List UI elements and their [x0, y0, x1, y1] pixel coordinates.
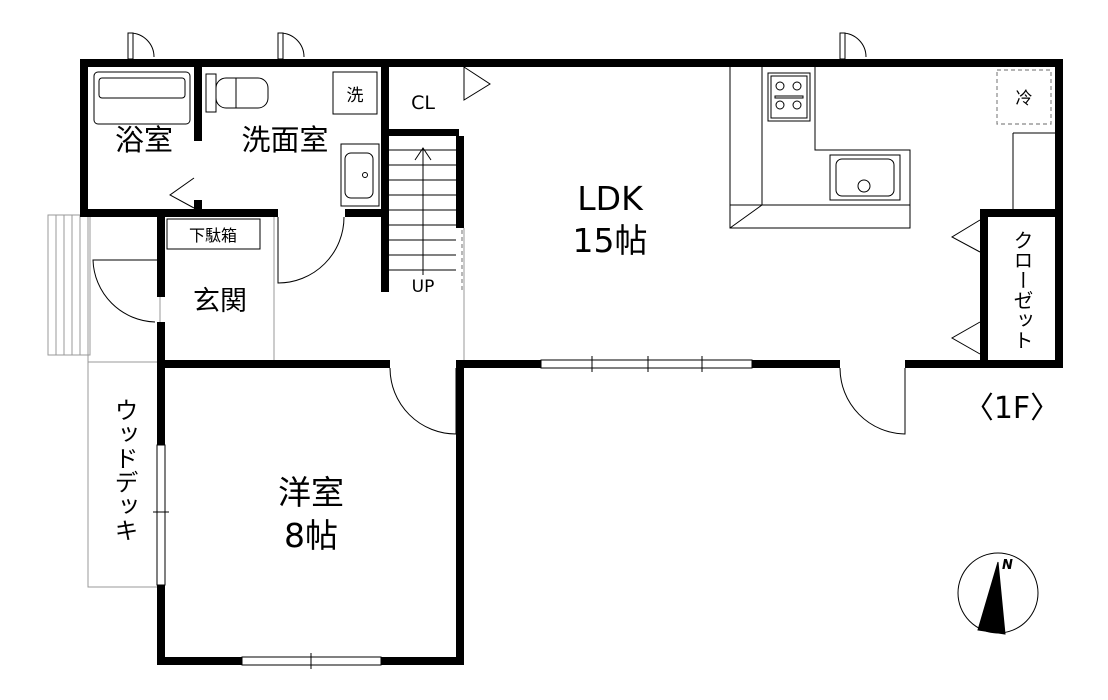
entrance-label: 玄関 — [193, 286, 247, 317]
shoe-box-label: 下駄箱 — [189, 226, 237, 245]
wood-deck-label: ウッドデッキ — [110, 398, 138, 542]
labels: 浴室 洗面室 洗 CL LDK 15帖 冷 下駄箱 玄関 UP 洋室 8帖 〈1… — [110, 86, 1060, 555]
shoe-box — [166, 217, 275, 360]
stairs-up-label: UP — [412, 277, 435, 297]
washer-label: 洗 — [347, 86, 364, 106]
interior-doors — [92, 66, 981, 435]
western-room-name-label: 洋室 — [278, 473, 344, 512]
stairs — [389, 147, 456, 275]
windows — [153, 356, 753, 669]
top-doors — [127, 32, 867, 60]
kitchen — [729, 67, 1055, 229]
washroom-label: 洗面室 — [241, 123, 328, 157]
ldk-size-label: 15帖 — [573, 221, 648, 260]
closet-label: クローゼット — [1010, 230, 1034, 350]
closet-cl-label: CL — [411, 92, 435, 114]
entrance-step — [47, 214, 161, 363]
ldk-name-label: LDK — [577, 179, 644, 218]
floor-label: 〈1F〉 — [964, 391, 1060, 426]
bath-area — [93, 71, 191, 125]
fridge-label: 冷 — [1016, 89, 1033, 109]
western-room-size-label: 8帖 — [284, 516, 338, 555]
compass-north-label: N — [1002, 558, 1013, 573]
washroom-fixtures — [205, 71, 380, 207]
bath-label: 浴室 — [115, 123, 173, 157]
compass: N — [957, 552, 1039, 635]
wood-deck — [47, 214, 161, 588]
